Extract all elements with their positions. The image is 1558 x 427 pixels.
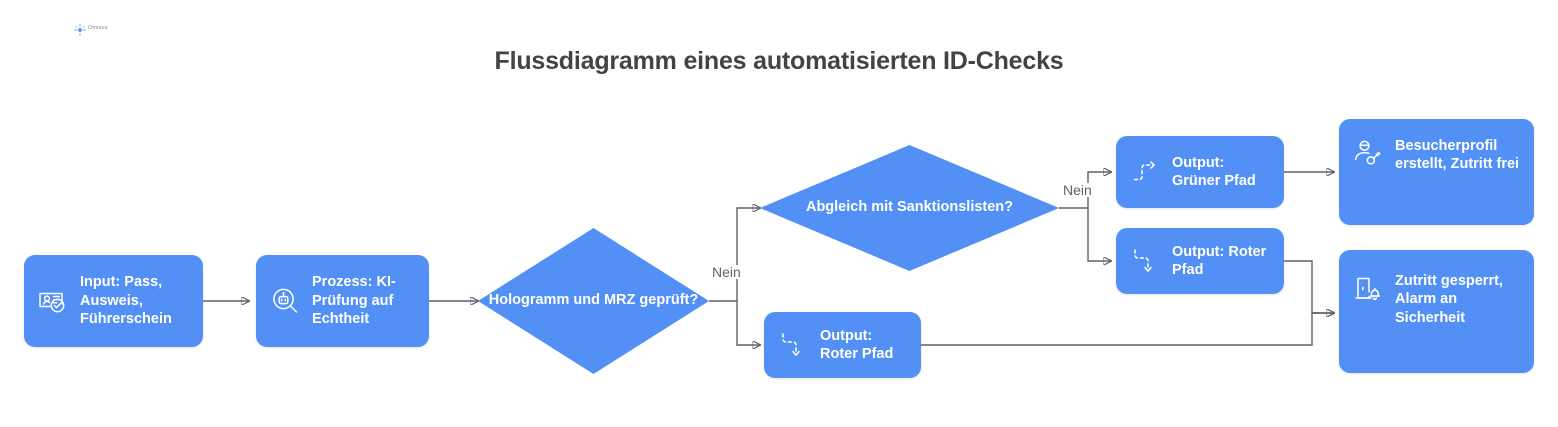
dashed-arrow-down-icon: [776, 328, 810, 362]
logo-mark-icon: [74, 23, 86, 36]
node-decision-sanctions[interactable]: Abgleich mit Sanktionslisten?: [760, 145, 1059, 271]
node-result-access-granted[interactable]: Besucherprofil erstellt, Zutritt frei: [1339, 119, 1534, 225]
node-label: Prozess: KI-Prüfung auf Echtheit: [312, 274, 396, 328]
node-input-documents[interactable]: Input: Pass, Ausweis, Führerschein: [24, 255, 203, 347]
edge-decision-hologram-to-sanctions: [736, 208, 760, 301]
robot-magnifier-icon: [268, 284, 302, 318]
node-label: Output: Grüner Pfad: [1172, 154, 1256, 189]
page-title: Flussdiagramm eines automatisierten ID-C…: [494, 47, 1064, 75]
door-alarm-icon: [1351, 272, 1385, 306]
edge-decision-sanctions-to-red-top: [1087, 208, 1111, 261]
node-result-access-denied[interactable]: Zutritt gesperrt, Alarm an Sicherheit: [1339, 250, 1534, 373]
logo-wordmark: Omnius: [88, 25, 108, 32]
node-label: Abgleich mit Sanktionslisten?: [805, 198, 1014, 215]
node-output-green-path[interactable]: Output: Grüner Pfad: [1116, 136, 1284, 208]
node-label: Input: Pass, Ausweis, Führerschein: [80, 274, 172, 328]
brand-logo: Omnius: [74, 21, 118, 37]
edge-label-hologram-no: Nein: [710, 264, 743, 280]
node-decision-hologram-mrz[interactable]: Hologramm und MRZ geprüft?: [478, 228, 709, 374]
dashed-arrow-down-icon: [1128, 244, 1162, 278]
person-key-icon: [1351, 137, 1385, 171]
node-process-ai-check[interactable]: Prozess: KI-Prüfung auf Echtheit: [256, 255, 429, 347]
edge-red-bottom-to-access-denied: [921, 313, 1334, 346]
id-card-check-icon: [36, 284, 70, 318]
edge-red-top-to-access-denied: [1284, 260, 1334, 313]
node-label: Hologramm und MRZ geprüft?: [488, 291, 699, 308]
dashed-arrow-up-right-icon: [1128, 155, 1162, 189]
node-label: Output: Roter Pfad: [1172, 243, 1267, 278]
node-output-red-path-top[interactable]: Output: Roter Pfad: [1116, 228, 1284, 294]
node-label: Besucherprofil erstellt, Zutritt frei: [1395, 138, 1520, 173]
node-label: Output: Roter Pfad: [820, 327, 894, 362]
node-output-red-path-bottom[interactable]: Output: Roter Pfad: [764, 312, 921, 378]
node-label: Zutritt gesperrt, Alarm an Sicherheit: [1395, 273, 1503, 326]
edge-decision-hologram-to-red-bottom: [736, 301, 760, 345]
edge-label-sanctions-no: Nein: [1061, 182, 1094, 198]
